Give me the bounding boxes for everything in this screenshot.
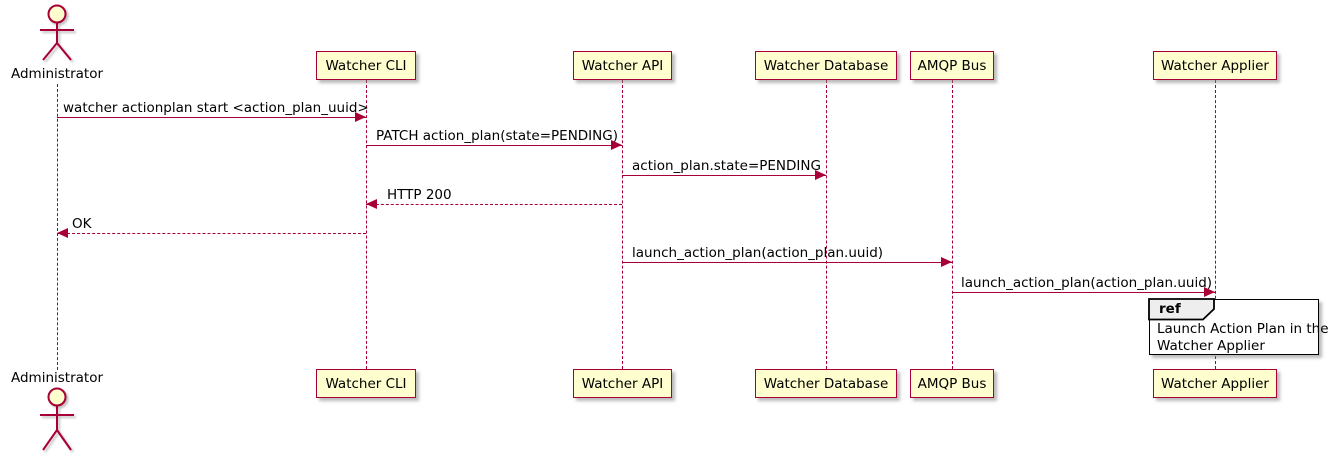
arrowhead-icon — [355, 112, 366, 122]
participant-label: Watcher Applier — [1161, 57, 1269, 74]
message-label: watcher actionplan start <action_plan_uu… — [63, 100, 369, 116]
message-label: action_plan.state=PENDING — [632, 158, 821, 174]
message-line — [366, 145, 622, 146]
participant-bottom-amqp-bus: AMQP Bus — [910, 369, 994, 398]
ref-text-line: Watcher Applier — [1157, 338, 1265, 354]
ref-keyword: ref — [1159, 301, 1181, 317]
participant-label: Watcher Database — [763, 375, 889, 392]
participant-top-watcher-applier: Watcher Applier — [1153, 51, 1277, 80]
participant-bottom-watcher-cli: Watcher CLI — [316, 369, 416, 398]
lifeline-watcher-api — [622, 80, 623, 369]
ref-text-line: Launch Action Plan in the — [1157, 321, 1329, 337]
message-line — [57, 233, 366, 234]
participant-top-watcher-database: Watcher Database — [755, 51, 897, 80]
ref-text: Launch Action Plan in the Watcher Applie… — [1157, 321, 1329, 355]
participant-label: AMQP Bus — [917, 57, 987, 74]
message-line — [952, 292, 1215, 293]
participant-bottom-watcher-database: Watcher Database — [755, 369, 897, 398]
participant-label: Watcher CLI — [325, 57, 407, 74]
lifeline-administrator — [57, 84, 58, 370]
actor-figure-icon — [40, 4, 74, 61]
participant-bottom-watcher-applier: Watcher Applier — [1153, 369, 1277, 398]
participant-label: Watcher Database — [763, 57, 889, 74]
lifeline-amqp-bus — [952, 80, 953, 369]
participant-label: Watcher API — [581, 57, 664, 74]
participant-top-watcher-api: Watcher API — [573, 51, 672, 80]
actor-figure-icon — [40, 387, 74, 451]
participant-label: Watcher CLI — [325, 375, 407, 392]
arrowhead-icon — [941, 257, 952, 267]
message-label: launch_action_plan(action_plan.uuid) — [632, 245, 884, 261]
arrowhead-icon — [366, 199, 377, 209]
participant-bottom-watcher-api: Watcher API — [573, 369, 672, 398]
actor-label-top: Administrator — [10, 66, 104, 82]
message-label: PATCH action_plan(state=PENDING) — [376, 128, 618, 144]
participant-top-watcher-cli: Watcher CLI — [316, 51, 416, 80]
participant-label: AMQP Bus — [917, 375, 987, 392]
message-line — [622, 262, 952, 263]
lifeline-watcher-database — [826, 80, 827, 369]
message-label: launch_action_plan(action_plan.uuid) — [961, 275, 1213, 291]
arrowhead-icon — [57, 228, 68, 238]
message-line — [622, 175, 826, 176]
arrowhead-icon — [611, 140, 622, 150]
lifeline-watcher-cli — [366, 80, 367, 369]
ref-pentagon-icon — [1148, 298, 1216, 321]
lifeline-watcher-applier — [1215, 80, 1216, 369]
message-label: HTTP 200 — [387, 187, 452, 203]
participant-label: Watcher Applier — [1161, 375, 1269, 392]
participant-label: Watcher API — [581, 375, 664, 392]
arrowhead-icon — [1204, 287, 1215, 297]
message-label: OK — [72, 216, 92, 232]
participant-top-amqp-bus: AMQP Bus — [910, 51, 994, 80]
message-line — [57, 117, 366, 118]
ref-fragment: ref Launch Action Plan in the Watcher Ap… — [1148, 298, 1329, 355]
arrowhead-icon — [815, 170, 826, 180]
actor-label-bottom: Administrator — [10, 370, 104, 386]
message-line — [366, 204, 622, 205]
